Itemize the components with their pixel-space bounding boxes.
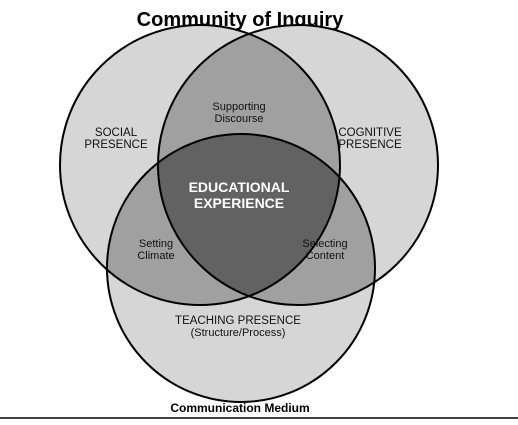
educational-experience-region [158,134,340,305]
communication-medium-label: Communication Medium [170,401,309,415]
cognitive-presence-label-line1: COGNITIVE [338,127,402,139]
cognitive-presence-outline [157,24,439,306]
educational-experience-label-line1: EDUCATIONAL [189,179,290,195]
cognitive-presence-label-line2: PRESENCE [338,139,402,151]
social-presence-label-line2: PRESENCE [84,139,148,151]
teaching-presence-label-line2: (Structure/Process) [191,327,286,339]
selecting-content-label-line1: Selecting [302,238,347,250]
social-presence-label-line1: SOCIAL [95,127,138,139]
supporting-discourse-label-line1: Supporting [212,101,265,113]
teaching-presence-label-line1: TEACHING PRESENCE [175,315,301,327]
teaching-presence-outline [106,133,376,403]
selecting-content-label-line2: Content [306,250,345,262]
setting-climate-label-line1: Setting [139,238,173,250]
setting-climate-label-line2: Climate [137,250,174,262]
educational-experience-label-line2: EXPERIENCE [194,195,284,211]
supporting-discourse-label-line2: Discourse [215,113,264,125]
social-presence-outline [59,24,341,306]
